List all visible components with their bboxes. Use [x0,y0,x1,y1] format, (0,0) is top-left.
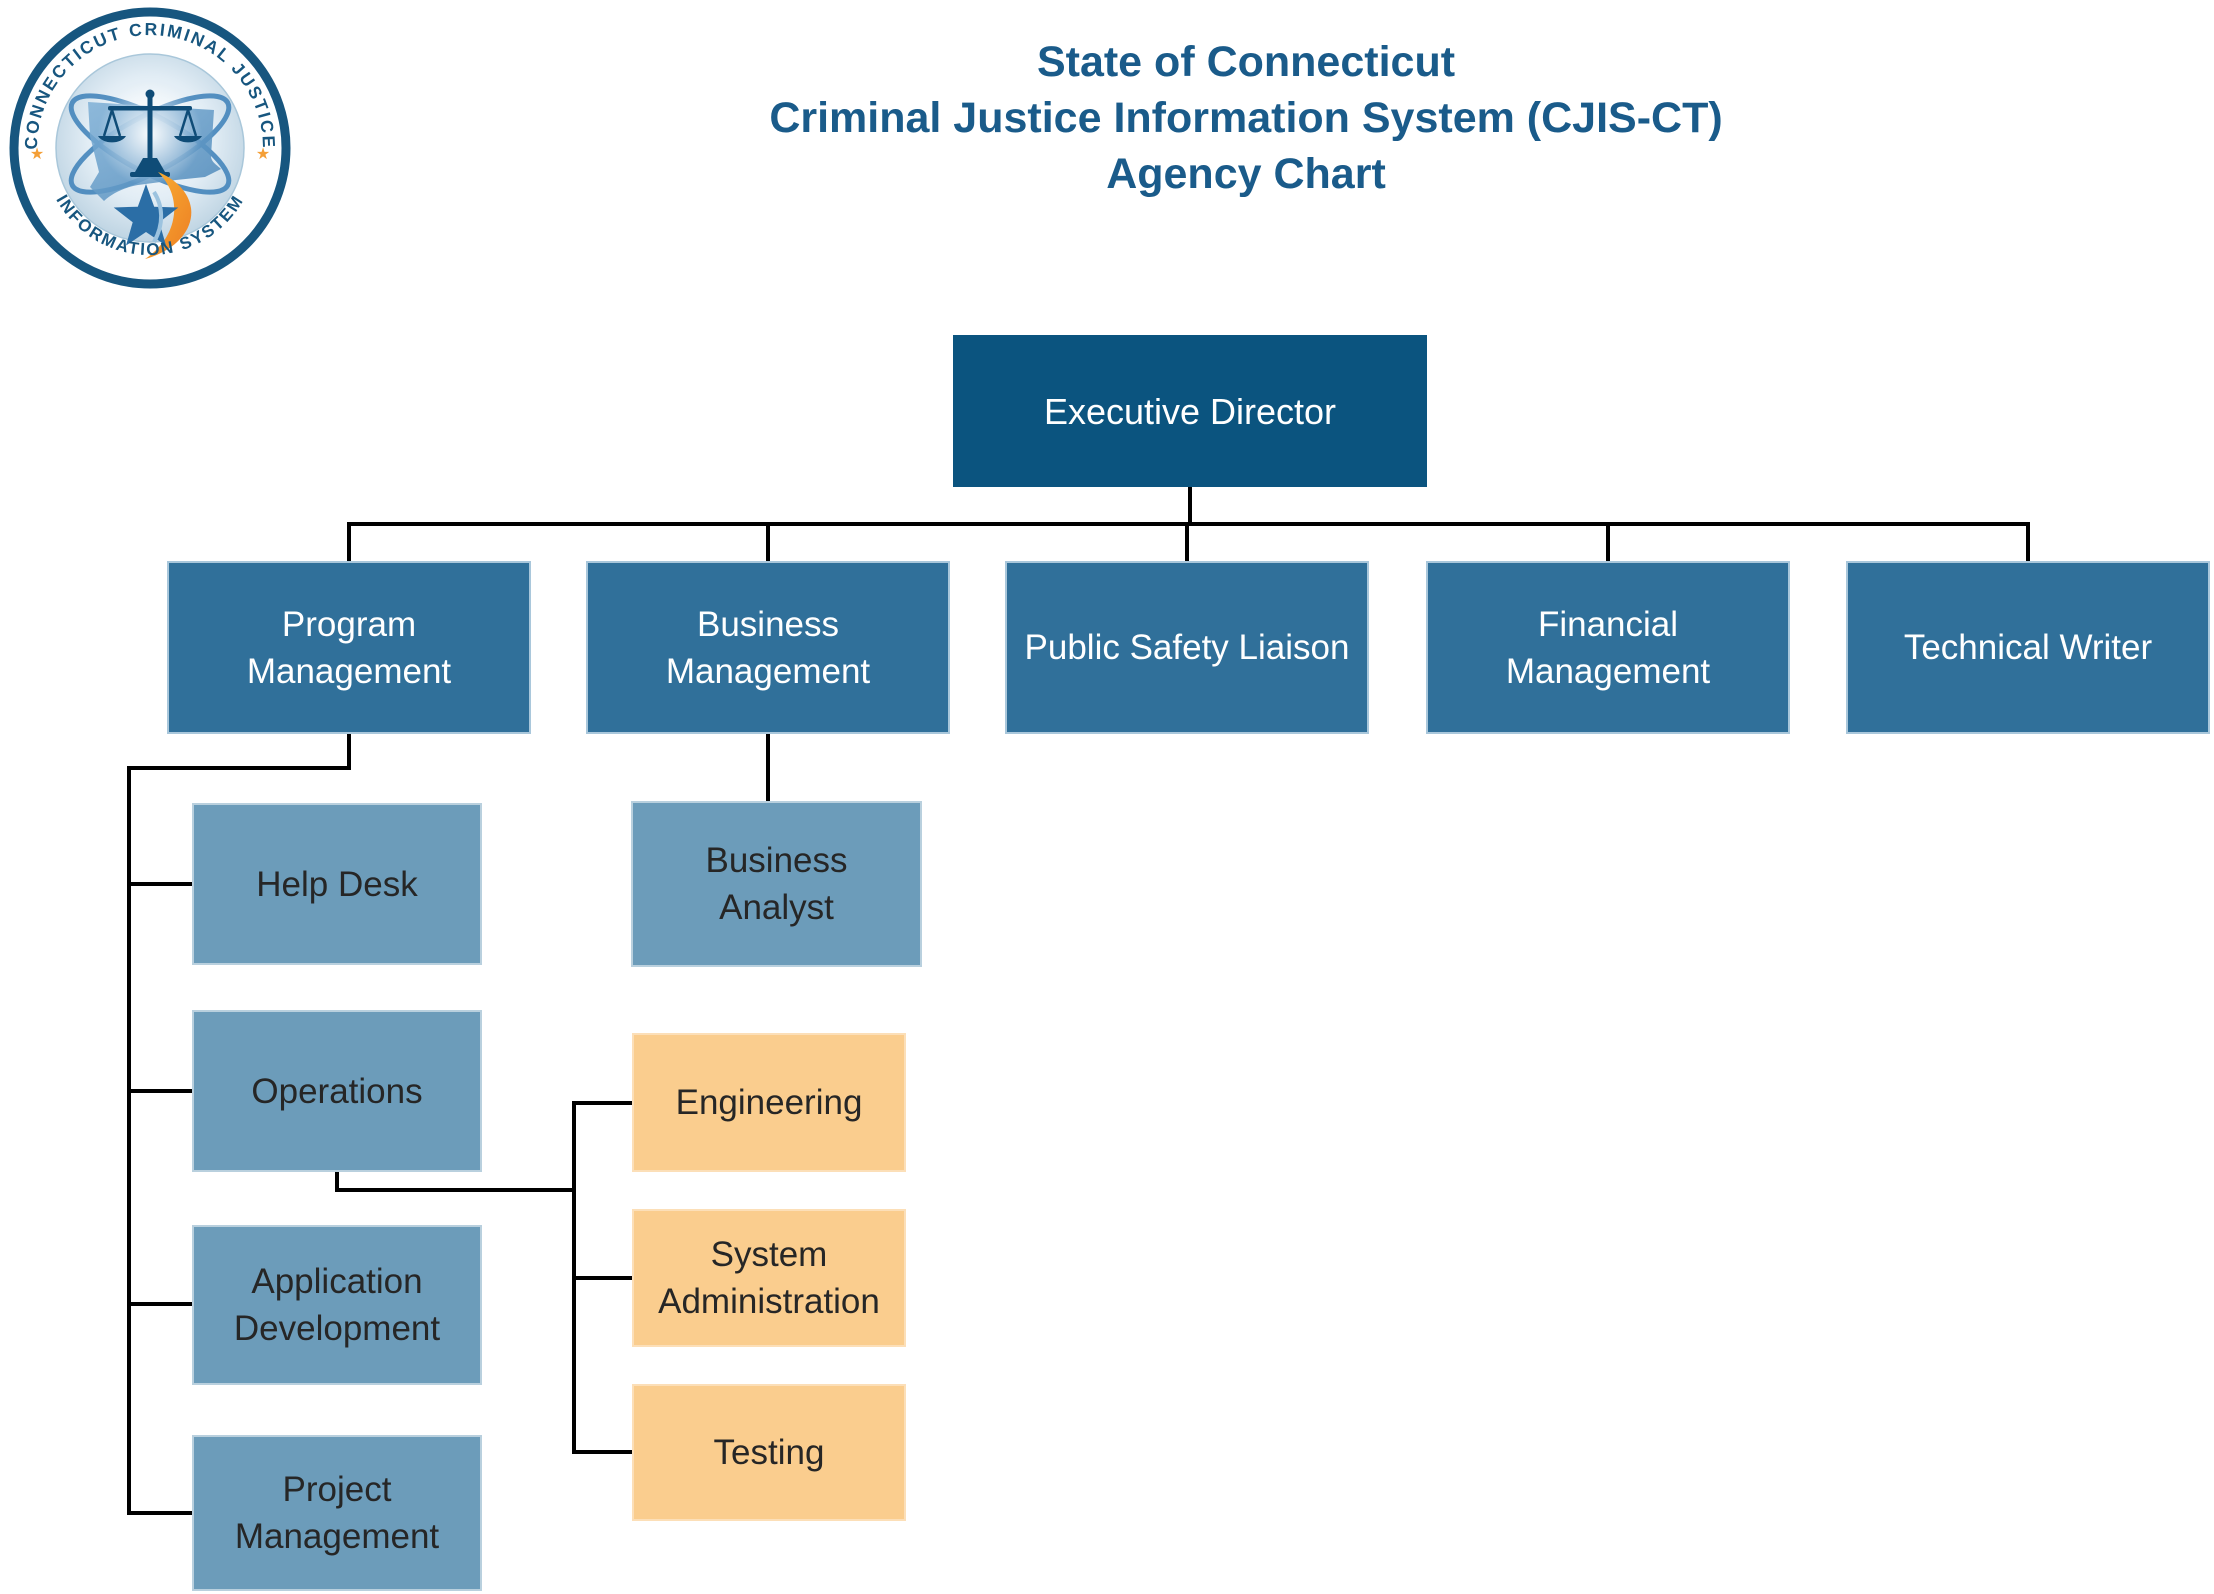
node-label: Application [251,1262,423,1301]
org-node-executive-director: Executive Director [953,335,1427,487]
node-label: Engineering [675,1083,863,1122]
page-title: State of Connecticut Criminal Justice In… [600,34,1892,202]
node-label: Administration [658,1282,880,1321]
star-icon: ★ [30,146,44,163]
node-label: Help Desk [256,864,418,904]
title-line-3: Agency Chart [1106,150,1386,198]
node-label: Technical Writer [1903,628,2153,667]
node-label: Business [705,841,848,880]
node-label: Management [234,1517,440,1556]
node-label: System [710,1235,828,1274]
node-label: Project [282,1470,392,1509]
node-label: Public Safety Liaison [1024,628,1350,667]
node-label: Program [281,604,417,644]
org-node-public-safety-liaison: Public Safety Liaison [1005,561,1369,734]
org-node-business-analyst: Business Analyst [631,801,922,967]
title-line-1: State of Connecticut [1036,38,1456,86]
star-flame-icon [113,172,192,259]
title-line-2: Criminal Justice Information System (CJI… [769,94,1723,142]
org-node-program-management: Program Management [167,561,531,734]
org-node-operations: Operations [192,1010,482,1172]
node-label: Business [696,604,840,644]
node-label: Financial [1537,604,1679,644]
node-label: Operations [251,1071,423,1111]
org-node-business-management: Business Management [586,561,950,734]
org-node-testing: Testing [632,1384,906,1521]
node-label: Executive Director [1043,390,1337,432]
node-label: Testing [713,1433,825,1472]
org-node-application-development: Application Development [192,1225,482,1385]
org-node-financial-management: Financial Management [1426,561,1790,734]
star-icon: ★ [256,146,270,163]
node-label: Development [233,1309,441,1348]
node-label: Management [246,651,452,691]
org-node-project-management: Project Management [192,1435,482,1591]
cjis-seal-logo: CONNECTICUT CRIMINAL JUSTICE INFORMATION… [9,7,291,289]
node-label: Analyst [719,888,834,927]
org-node-system-administration: System Administration [632,1209,906,1347]
org-node-help-desk: Help Desk [192,803,482,965]
org-node-engineering: Engineering [632,1033,906,1172]
org-node-technical-writer: Technical Writer [1846,561,2210,734]
node-label: Management [1505,651,1711,691]
scales-of-justice-icon [98,89,202,177]
node-label: Management [665,651,871,691]
